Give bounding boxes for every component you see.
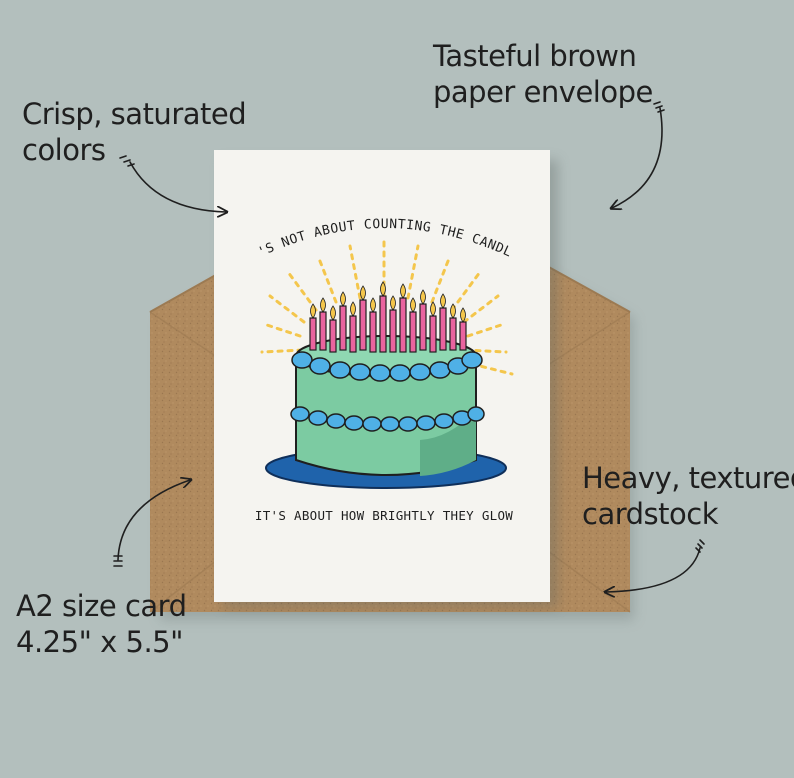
annotation-size-line2: 4.25" x 5.5"	[16, 625, 183, 659]
annotation-colors-line2: colors	[22, 133, 106, 167]
annotation-cardstock-line1: Heavy, textured	[582, 461, 794, 495]
arrow-to-cardstock	[606, 547, 701, 592]
annotation-envelope-line2: paper envelope	[433, 75, 653, 109]
annotation-colors: Crisp, saturated colors	[22, 96, 247, 168]
arrow-to-card-color	[129, 161, 226, 212]
annotation-size-line1: A2 size card	[16, 589, 187, 623]
top-frosting	[291, 351, 483, 382]
candles	[309, 281, 467, 353]
annotation-cardstock: Heavy, textured cardstock	[582, 460, 794, 532]
birthday-cake	[290, 281, 485, 476]
middle-frosting	[290, 406, 485, 432]
arrow-to-card-size	[117, 480, 190, 561]
annotation-cardstock-line2: cardstock	[582, 497, 718, 531]
annotation-envelope-line1: Tasteful brown	[433, 39, 637, 73]
annotation-colors-line1: Crisp, saturated	[22, 97, 247, 131]
annotation-arrows	[113, 101, 705, 592]
annotation-envelope: Tasteful brown paper envelope	[433, 38, 653, 110]
card-bottom-text: IT'S ABOUT HOW BRIGHTLY THEY GLOW	[255, 508, 513, 523]
candle-glow-rays	[260, 240, 514, 376]
arrow-to-envelope	[612, 107, 663, 208]
annotation-size: A2 size card 4.25" x 5.5"	[16, 588, 187, 660]
